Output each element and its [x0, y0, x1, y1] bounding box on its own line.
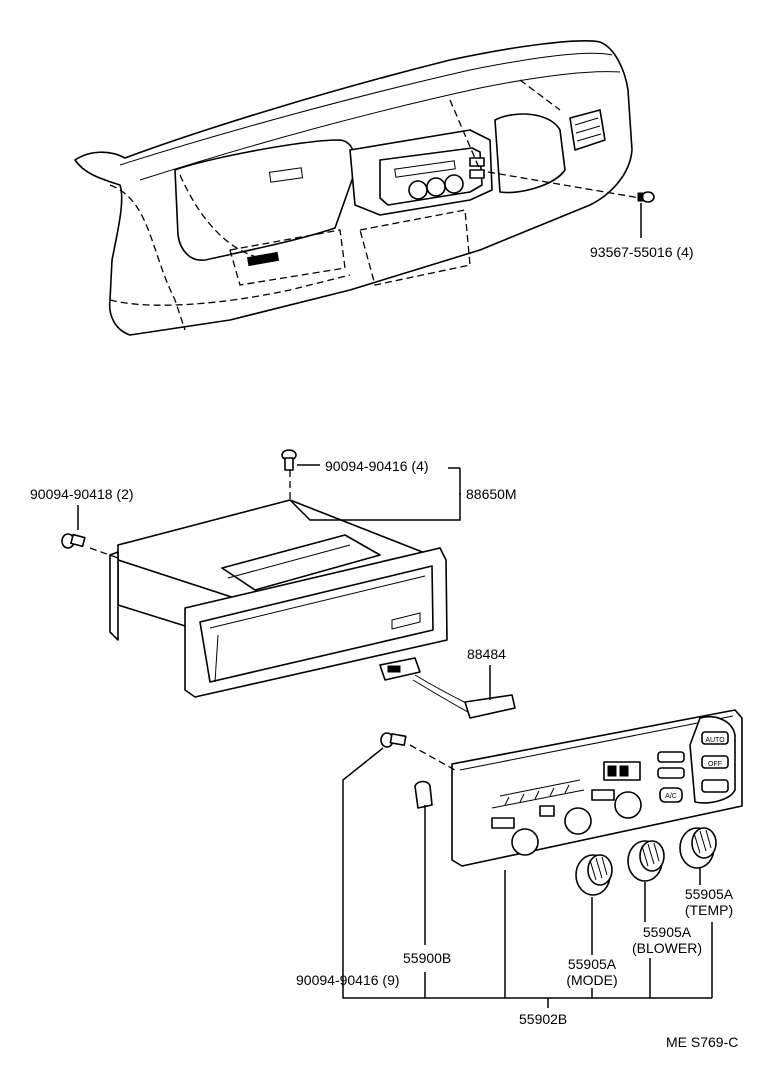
- connector-88484-icon: [379, 657, 516, 719]
- label-screw-left: 90094-90418 (2): [30, 486, 134, 502]
- screw-top-icon: [281, 449, 320, 471]
- label-box-assembly: 88650M: [466, 486, 517, 502]
- label-knob-blower-number: 55905A: [642, 924, 692, 940]
- knob-blower-icon: [627, 840, 665, 882]
- label-knob-blower-name: (BLOWER): [632, 940, 702, 956]
- label-knob-mode-number: 55905A: [567, 956, 617, 972]
- bulb-55900b-icon: [414, 780, 433, 809]
- label-bulb: 55900B: [403, 950, 452, 966]
- screw-panel-icon: [380, 732, 456, 771]
- screw-left-icon: [61, 505, 86, 549]
- storage-box-illustration: [89, 470, 448, 698]
- knob-temp-icon: [679, 827, 717, 869]
- ac-button-label: A/C: [665, 793, 677, 800]
- label-knob-blower: 55905A (BLOWER): [622, 924, 712, 956]
- label-screw-panel: 90094-90416 (9): [296, 972, 400, 988]
- dashboard-illustration: [74, 40, 641, 336]
- label-knob-mode-name: (MODE): [566, 972, 618, 988]
- label-knob-temp-number: 55905A: [684, 886, 734, 902]
- label-screw-top: 90094-90416 (4): [325, 458, 429, 474]
- knob-mode-icon: [575, 854, 613, 896]
- leader-lines: [342, 747, 713, 1008]
- control-panel-illustration: [451, 709, 743, 867]
- label-knob-temp: 55905A (TEMP): [684, 886, 734, 918]
- label-panel-assembly: 55902B: [519, 1011, 568, 1027]
- box-leader-line: [289, 493, 461, 521]
- clip-93567-icon: [637, 191, 655, 238]
- label-connector: 88484: [467, 646, 506, 662]
- auto-button-label: AUTO: [705, 737, 725, 744]
- label-knob-temp-name: (TEMP): [684, 902, 734, 918]
- figure-code: ME S769-C: [666, 1034, 739, 1050]
- off-button-label: OFF: [708, 761, 722, 768]
- label-clip-upper: 93567-55016 (4): [590, 244, 694, 260]
- label-knob-mode: 55905A (MODE): [560, 956, 624, 988]
